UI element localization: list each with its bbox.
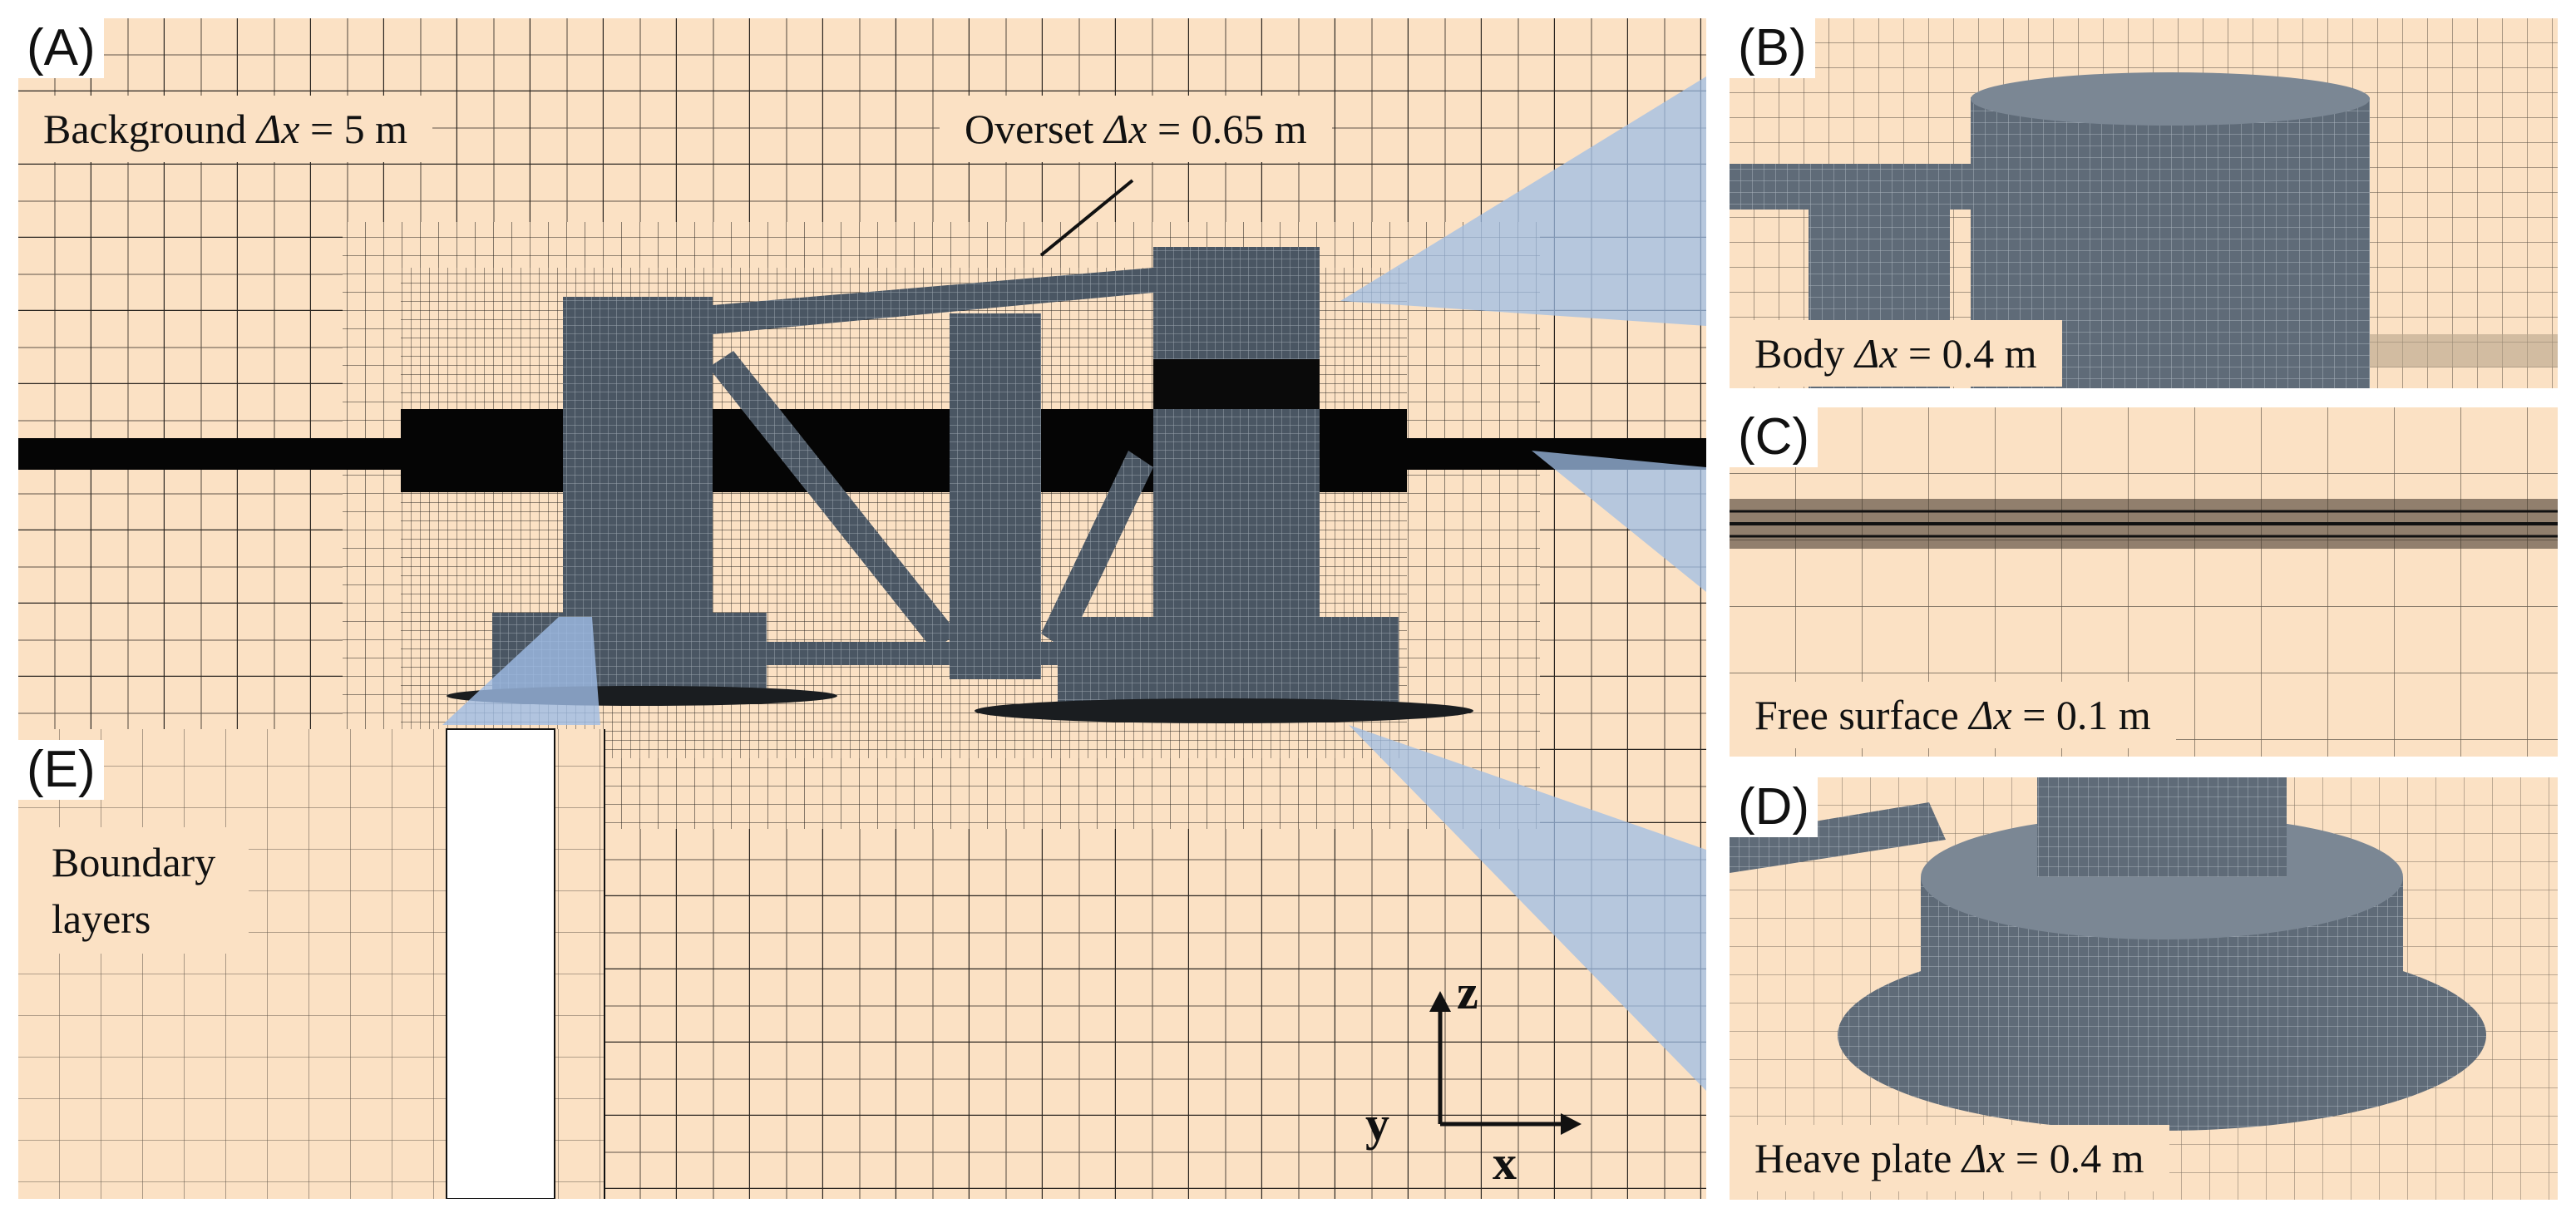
body-caption-prefix: Body — [1754, 330, 1855, 377]
center-column — [950, 313, 1041, 679]
overset-leader-line — [1039, 179, 1134, 257]
panel-a-mesh-overview — [18, 18, 1706, 1199]
free-surface-caption-prefix: Free surface — [1754, 692, 1970, 738]
heave-plate-caption-prefix: Heave plate — [1754, 1135, 1962, 1181]
right-column — [1153, 247, 1320, 646]
boundary-layer-wall — [446, 728, 555, 1199]
overset-caption-var: Δx — [1104, 106, 1147, 152]
body-caption-var: Δx — [1854, 330, 1898, 377]
free-surface-caption-var: Δx — [1969, 692, 2012, 738]
background-caption-var: Δx — [256, 106, 300, 152]
heave-plate-column — [2037, 777, 2287, 877]
free-surface-caption-suffix: = 0.1 m — [2011, 692, 2151, 738]
callout-wedge-c — [1532, 451, 1706, 592]
heave-plate-brace — [1730, 802, 1946, 873]
overset-caption: Overset Δx = 0.65 m — [940, 96, 1332, 162]
boundary-layers-caption: Boundary layers — [18, 827, 249, 954]
body-caption-suffix: = 0.4 m — [1897, 330, 2037, 377]
left-column — [563, 297, 713, 663]
free-surface-caption: Free surface Δx = 0.1 m — [1730, 682, 2176, 748]
diagonal-brace-right — [1041, 451, 1153, 650]
y-axis-label: y — [1365, 1097, 1389, 1151]
boundary-layers-line-1: Boundary — [52, 839, 216, 885]
overset-caption-suffix: = 0.65 m — [1147, 106, 1307, 152]
upper-brace — [713, 268, 1153, 334]
heave-plate-caption: Heave plate Δx = 0.4 m — [1730, 1125, 2169, 1191]
body-caption: Body Δx = 0.4 m — [1730, 320, 2062, 387]
z-axis-label: z — [1457, 965, 1478, 1019]
panel-a-label: (A) — [18, 18, 104, 78]
panel-e-label: (E) — [18, 740, 104, 800]
diagonal-brace-left — [708, 351, 958, 650]
panel-d-label: (D) — [1730, 777, 1818, 837]
overset-caption-prefix: Overset — [965, 106, 1104, 152]
background-caption-suffix: = 5 m — [299, 106, 408, 152]
callout-wedge-d — [1349, 725, 1706, 1091]
x-axis-label: x — [1493, 1136, 1517, 1190]
boundary-layers-line-2: layers — [52, 895, 151, 942]
panel-b-label: (B) — [1730, 18, 1815, 78]
callout-wedge-e — [442, 617, 600, 725]
background-caption-prefix: Background — [43, 106, 257, 152]
heave-plate-caption-var: Δx — [1962, 1135, 2006, 1181]
background-caption: Background Δx = 5 m — [18, 96, 433, 162]
heave-plate-caption-suffix: = 0.4 m — [2005, 1135, 2144, 1181]
callout-wedge-b — [1340, 76, 1706, 326]
panel-c-label: (C) — [1730, 407, 1818, 467]
right-heave-plate — [1058, 617, 1399, 708]
lower-brace — [750, 642, 1078, 665]
